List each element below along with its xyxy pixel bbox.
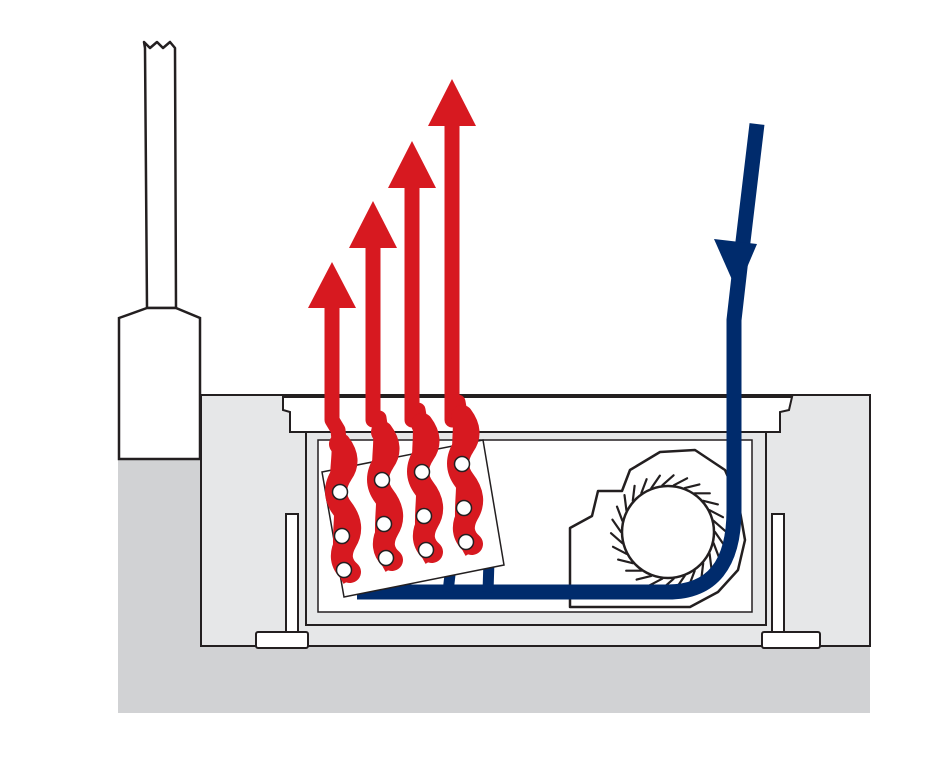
coil-pipe (335, 561, 353, 579)
levelling-foot-left (255, 513, 309, 649)
fan-blade (640, 478, 648, 495)
fan-blade (615, 505, 624, 522)
fan-blade (661, 474, 675, 487)
levelling-foot-right (761, 513, 821, 649)
fan-blade (712, 519, 727, 532)
arrow-head (308, 262, 356, 308)
fan-blade (708, 509, 725, 519)
coil-pipe (375, 515, 393, 533)
coil-pipe (333, 527, 351, 545)
coil-pipe (417, 541, 435, 559)
coil-pipe (377, 549, 395, 567)
fan-blade (650, 474, 662, 490)
coil-pipe (455, 499, 473, 517)
fan-blade (672, 477, 689, 487)
fan-blade (611, 518, 623, 534)
coil-pipe (413, 463, 431, 481)
coil-row (447, 405, 484, 555)
fan-blade (631, 484, 636, 502)
fan-blade (683, 483, 701, 490)
arrow-head (388, 141, 436, 188)
fan-blade (623, 494, 628, 512)
coil-row (325, 433, 362, 583)
window-frame (117, 40, 202, 461)
coil-pipes (331, 455, 475, 579)
fan-blade (611, 545, 628, 555)
fan-blade (708, 552, 713, 571)
fan-blade (712, 542, 721, 559)
arrow-head (428, 79, 476, 126)
coil-row (407, 413, 444, 563)
fan-blade (700, 562, 705, 580)
fan-blade (609, 532, 624, 545)
trench-grille (282, 396, 794, 433)
tangential-fan-icon (609, 474, 727, 590)
coil-pipe (331, 483, 349, 501)
fan-blade (702, 499, 720, 506)
arrow-head (349, 201, 397, 248)
coil-pipe (457, 533, 475, 551)
coil-pipe (373, 471, 391, 489)
coil-pipe (453, 455, 471, 473)
coil-pipe (415, 507, 433, 525)
fan-blade (616, 558, 634, 565)
arrow-down-icon (357, 123, 765, 600)
fan-blade (635, 574, 653, 581)
coil-row (367, 421, 404, 571)
fan-blade (713, 530, 725, 546)
